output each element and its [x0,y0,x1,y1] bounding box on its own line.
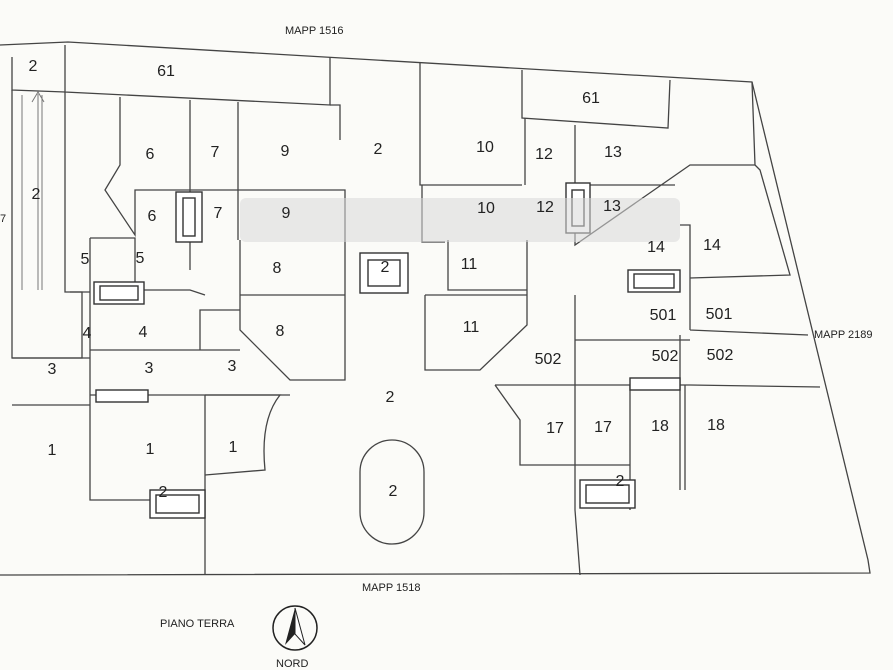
floor-title: PIANO TERRA [160,618,235,630]
lot-label: 6 [148,208,157,225]
central-oval [359,439,425,545]
property-boundary [0,41,871,576]
lot-label: 14 [647,239,665,256]
lot-label: 11 [463,319,480,336]
lot-label: 1 [146,441,155,458]
north-arrow-icon [272,605,318,651]
lot-label: 4 [83,325,92,342]
lot-label: 1 [229,439,238,456]
lot-labels: 2 61 61 2 6 7 9 2 10 12 13 6 7 9 10 12 1… [0,58,733,501]
watermark [240,198,680,242]
lot-label: 13 [604,144,622,161]
lot-label: 7 [0,213,6,225]
parcel-61-left [64,45,331,106]
stair-core-502 [629,377,681,391]
lot-label: 10 [477,200,495,217]
inner-walls [12,62,821,576]
lot-label: 17 [546,420,564,437]
lot-label: 11 [461,256,478,273]
lot-label: 61 [157,63,175,80]
lot-label: 2 [32,186,41,203]
lot-label: 8 [276,323,285,340]
parcel-61-right [521,70,671,129]
lot-label: 17 [594,419,612,436]
lot-label: 7 [211,144,220,161]
neighbor-label-right: MAPP 2189 [814,329,873,341]
lot-label: 2 [381,259,390,276]
lot-label: 18 [651,418,669,435]
lot-label: 502 [535,351,562,368]
lot-label: 1 [48,442,57,459]
lot-label: 3 [48,361,57,378]
lot-label: 2 [159,484,168,501]
lot-label: 4 [139,324,148,341]
parcel-2-top-left [11,57,66,93]
lot-label: 13 [603,198,621,215]
lot-label: 502 [707,347,734,364]
lot-label: 12 [535,146,553,163]
left-chamfer [135,289,206,296]
lot-label: 9 [281,143,290,160]
lot-label: 2 [616,473,625,490]
lot-label: 9 [282,205,291,222]
lot-label: 7 [214,205,223,222]
lot-label: 501 [706,306,733,323]
lot-label: 18 [707,417,725,434]
neighbor-label-top: MAPP 1516 [285,25,344,37]
lot-label: 2 [386,389,395,406]
lot-label: 10 [476,139,494,156]
lot-label: 12 [536,199,554,216]
ramp-2-left [11,90,83,359]
lot-label: 2 [374,141,383,158]
lot-label: 8 [273,260,282,277]
lot-label: 502 [652,348,679,365]
ramp-arrow [31,91,45,290]
left-oval-wall [204,394,282,476]
lot-label: 5 [136,250,145,267]
lot-label: 6 [146,146,155,163]
lot-label: 14 [703,237,721,254]
lot-label: 3 [228,358,237,375]
stair-core-3 [95,389,149,403]
lot-label: 61 [582,90,600,107]
lot-label: 501 [650,307,677,324]
lot-label: 2 [29,58,38,75]
north-label: NORD [276,658,308,670]
lot-label: 3 [145,360,154,377]
lot-label: 5 [81,251,90,268]
lot-label: 2 [389,483,398,500]
neighbor-label-bottom: MAPP 1518 [362,582,421,594]
